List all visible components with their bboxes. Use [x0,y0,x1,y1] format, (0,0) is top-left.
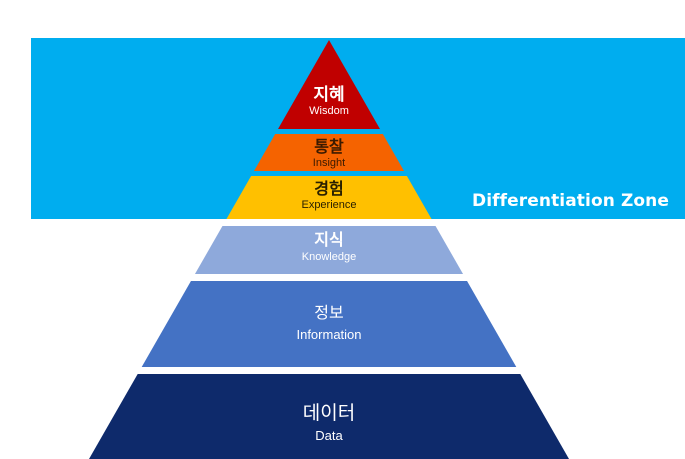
level-data-korean: 데이터 [302,402,356,424]
differentiation-zone-label: Differentiation Zone [472,191,669,211]
level-wisdom-english: Wisdom [309,105,349,117]
level-information-english: Information [296,327,362,342]
level-knowledge-korean: 지식 [314,230,344,249]
level-insight-english: Insight [312,157,346,169]
level-knowledge-english: Knowledge [301,251,357,263]
tier-knowledge [194,226,464,274]
level-knowledge: 지식 Knowledge [302,232,356,263]
tier-insight [253,134,405,171]
level-insight: 통찰 Insight [313,139,345,169]
level-experience-english: Experience [301,199,357,211]
level-experience-korean: 경험 [314,179,344,198]
tier-wisdom [278,40,380,129]
level-data-english: Data [315,428,343,443]
tier-information [141,281,517,367]
level-wisdom: 지혜 Wisdom [309,87,349,117]
level-experience: 경험 Experience [301,181,356,211]
level-wisdom-korean: 지혜 [313,85,345,105]
tier-experience [226,176,432,219]
level-insight-korean: 통찰 [314,137,344,156]
tier-data [89,374,569,459]
level-data: 데이터 Data [302,402,356,443]
level-information: 정보 Information [296,303,362,342]
level-information-korean: 정보 [314,303,344,322]
